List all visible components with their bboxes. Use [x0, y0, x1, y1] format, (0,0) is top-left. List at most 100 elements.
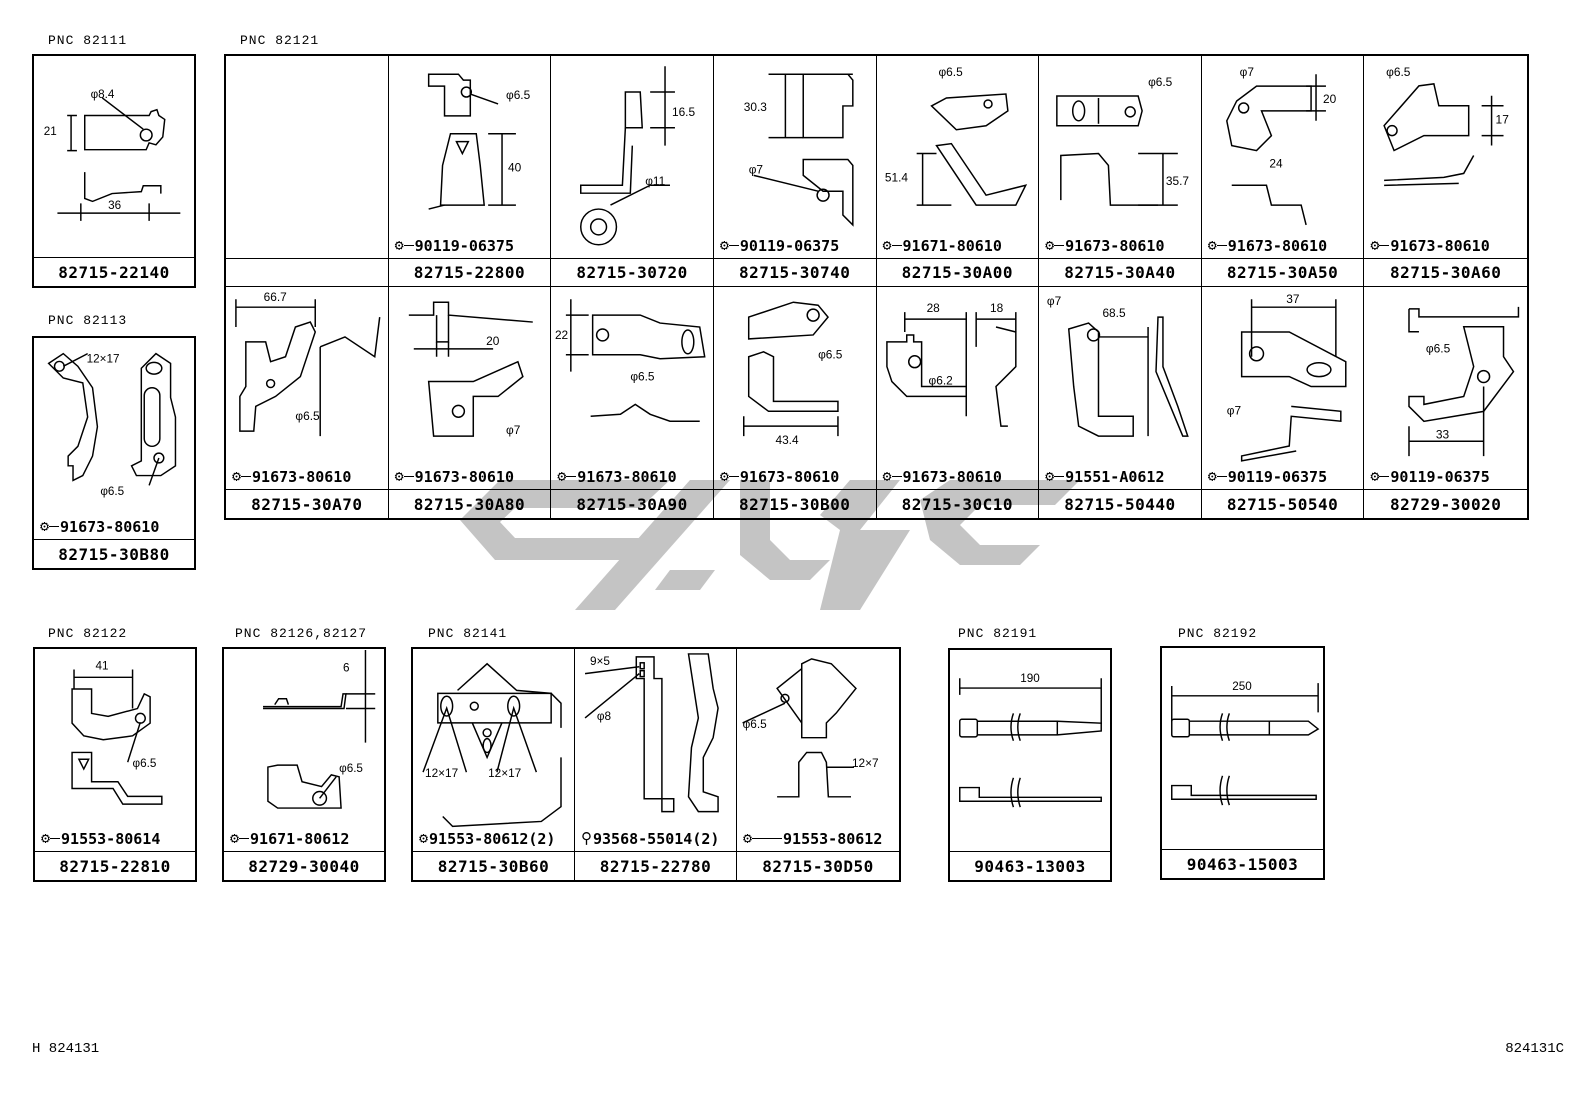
empty-cell: [226, 56, 389, 259]
pnc-label-82113: PNC 82113: [48, 313, 128, 328]
part-number[interactable]: 82729-30040: [248, 856, 360, 876]
part-number[interactable]: 90463-13003: [974, 856, 1086, 876]
bolt-icon: ⚙: [394, 236, 404, 254]
part-number[interactable]: 82715-30B00: [738, 494, 851, 514]
part-number-cell: 82715-50540: [1202, 490, 1365, 518]
bolt-callout: ⚙91673-80610: [395, 467, 514, 485]
part-number-cell: 82715-22780: [575, 852, 737, 880]
bolt-number[interactable]: 91673-80610: [739, 468, 840, 486]
part-number[interactable]: 82715-30A50: [1226, 263, 1339, 282]
bolt-number[interactable]: 91671-80610: [902, 237, 1002, 255]
part-number[interactable]: 82715-22800: [413, 263, 526, 282]
dim-label: 24: [1269, 156, 1283, 170]
part-number[interactable]: 82715-30A80: [413, 494, 526, 514]
part-card-82715-22810[interactable]: 41 φ6.5 ⚙91553-80614 82715-22810: [33, 647, 197, 882]
bolt-number[interactable]: 90119-06375: [739, 237, 840, 255]
illustration-id-left: H 824131: [32, 1041, 100, 1057]
bolt-callout: ⚙91553-80614: [41, 829, 160, 847]
bolt-number[interactable]: 91551-A0612: [1065, 468, 1165, 486]
part-number[interactable]: 82715-30A40: [1064, 263, 1176, 282]
dim-label: φ11: [645, 174, 665, 188]
part-number[interactable]: 82715-30C10: [901, 494, 1014, 514]
bolt-callout: ⚙ 91553-80612: [743, 829, 882, 847]
illustration-id-right: 824131C: [1505, 1041, 1564, 1057]
bolt-number[interactable]: 91673-80610: [252, 468, 352, 486]
part-drawing: φ6.5 51.4 ⚙91671-80610: [876, 56, 1040, 259]
part-number[interactable]: 82715-30A60: [1389, 263, 1502, 282]
bolt-number[interactable]: 90119-06375: [1227, 468, 1328, 486]
bolt-number[interactable]: 91673-80610: [577, 468, 677, 486]
bolt-icon: ⚙: [1207, 236, 1217, 254]
dim-label: 12×17: [425, 766, 458, 780]
parts-grid-82121: φ6.5 40 ⚙90119-06375 16.5 φ11 30.3 φ7 ⚙9…: [224, 54, 1529, 520]
part-number[interactable]: 82715-30B80: [58, 544, 170, 564]
part-number-cell: 82729-30020: [1364, 490, 1527, 518]
bracket-drawing-icon: 16.5 φ11: [580, 66, 696, 246]
part-card-82715-22140[interactable]: φ8.4 21 36 82715-22140: [32, 54, 196, 288]
bolt-icon: ⚙: [1045, 467, 1055, 485]
dim-label: 41: [95, 660, 108, 673]
part-number-cell: 82715-30A50: [1201, 259, 1365, 287]
dim-label: 40: [508, 160, 522, 174]
bracket-drawing-icon: 41 φ6.5: [71, 660, 163, 805]
part-number[interactable]: 82715-30740: [738, 263, 851, 282]
bolt-number[interactable]: 91671-80612: [250, 830, 350, 848]
bolt-number[interactable]: 93568-55014(2): [593, 830, 720, 848]
bolt-number[interactable]: 91673-80610: [60, 518, 160, 536]
part-number-cell: 82715-22800: [388, 259, 552, 287]
bolt-number[interactable]: 91673-80610: [414, 468, 514, 486]
dim-label: 66.7: [264, 290, 287, 304]
part-number[interactable]: 82729-30020: [1389, 494, 1502, 514]
bolt-icon: ⚙: [230, 829, 240, 847]
part-card-90463-13003[interactable]: 190 90463-13003: [948, 648, 1112, 882]
part-number[interactable]: 82715-22810: [59, 856, 171, 876]
bolt-callout: ⚙91673-80610: [1370, 236, 1489, 254]
part-drawing: φ6.5 43.4 ⚙91673-80610: [713, 287, 877, 490]
part-drawing: 12×17 φ6.5 ⚙91673-80610: [34, 338, 194, 540]
bolt-number[interactable]: 91673-80610: [1065, 237, 1165, 255]
part-card-82715-30B80[interactable]: 12×17 φ6.5 ⚙91673-80610 82715-30B80: [32, 336, 196, 570]
bolt-number[interactable]: 90119-06375: [414, 237, 514, 255]
bolt-number[interactable]: 91553-80614: [61, 830, 161, 848]
part-card-90463-15003[interactable]: 250 90463-15003: [1160, 646, 1325, 880]
part-number[interactable]: 82715-30A70: [251, 494, 363, 514]
part-number[interactable]: 82715-30A00: [901, 263, 1014, 282]
part-number[interactable]: 82715-30D50: [762, 856, 874, 876]
part-number[interactable]: 82715-30720: [576, 263, 688, 282]
part-number[interactable]: 82715-50540: [1226, 494, 1339, 514]
part-drawing: 66.7 φ6.5 ⚙91673-80610: [226, 287, 389, 490]
dim-label: φ7: [506, 423, 520, 437]
bracket-drawing-icon: 30.3 φ7: [744, 73, 854, 227]
dim-label: 21: [44, 125, 57, 138]
bolt-number[interactable]: 91673-80610: [1390, 237, 1490, 255]
dim-label: 190: [1020, 672, 1040, 685]
bracket-drawing-icon: 12×17 12×17: [422, 662, 562, 828]
part-number-cell: 82715-30720: [551, 259, 714, 287]
pnc-label-82191: PNC 82191: [958, 626, 1038, 641]
bolt-icon: ⚙: [1370, 467, 1380, 485]
part-number-cell: 82715-30A40: [1039, 259, 1202, 287]
bolt-number[interactable]: 91673-80610: [902, 468, 1002, 486]
bolt-number[interactable]: 91553-80612: [783, 830, 883, 848]
bracket-drawing-icon: φ6.5 43.4: [742, 301, 843, 447]
part-number[interactable]: 90463-15003: [1186, 854, 1299, 874]
part-number[interactable]: 82715-50440: [1064, 494, 1176, 514]
part-drawing: 20 φ7 ⚙91673-80610: [388, 287, 552, 490]
bolt-icon: ⚙: [1045, 236, 1055, 254]
bolt-icon: ⚙: [882, 236, 892, 254]
bolt-callout: ⚙91673-80610: [720, 467, 839, 485]
bracket-drawing-icon: φ7 68.5: [1047, 294, 1189, 437]
part-drawing: 12×17 12×17 ⚙91553-80612(2): [413, 649, 575, 852]
bolt-icon: ⚙: [743, 829, 753, 847]
bolt-number[interactable]: 91673-80610: [1227, 237, 1328, 255]
part-number-cell: 90463-15003: [1162, 850, 1323, 878]
part-number[interactable]: 82715-30A90: [576, 494, 688, 514]
bolt-number[interactable]: 91553-80612(2): [429, 830, 556, 848]
part-number[interactable]: 82715-22780: [599, 856, 712, 876]
part-number[interactable]: 82715-30B60: [437, 856, 550, 876]
bracket-drawing-icon: 12×17 φ6.5: [47, 352, 177, 498]
bolt-number[interactable]: 90119-06375: [1390, 468, 1490, 486]
bracket-drawing-icon: φ7 20 24: [1225, 65, 1336, 226]
part-number[interactable]: 82715-22140: [58, 262, 170, 282]
part-card-82729-30040[interactable]: 6 φ6.5 ⚙91671-80612 82729-30040: [222, 647, 386, 882]
